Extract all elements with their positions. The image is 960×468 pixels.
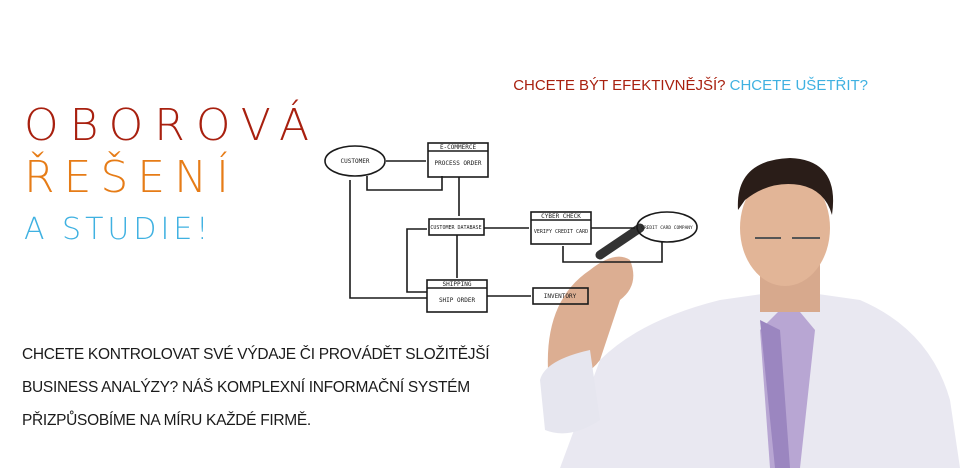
diagram-credit-card-company: CREDIT CARD COMPANY: [641, 225, 693, 231]
description-paragraph: CHCETE KONTROLOVAT SVÉ VÝDAJE ČI PROVÁDĚ…: [22, 338, 490, 437]
flowchart-sketch: [324, 142, 698, 313]
description-line: PŘIZPŮSOBÍME NA MÍRU KAŽDÉ FIRMĚ.: [22, 412, 311, 429]
description-line: CHCETE KONTROLOVAT SVÉ VÝDAJE ČI PROVÁDĚ…: [22, 346, 490, 363]
diagram-customer: CUSTOMER: [341, 158, 370, 165]
diagram-cyber-check: CYBER CHECK: [541, 213, 581, 220]
tagline: CHCETE BÝT EFEKTIVNĚJŠÍ? CHCETE UŠETŘIT?: [513, 77, 868, 94]
headline-line-3: A STUDIE!: [24, 212, 213, 247]
headline-line-2: ŘEŠENÍ: [24, 152, 238, 203]
businessman-photo: [540, 158, 960, 468]
description-line: BUSINESS ANALÝZY? NÁŠ KOMPLEXNÍ INFORMAČ…: [22, 379, 470, 396]
diagram-shipping: SHIPPING: [443, 281, 472, 288]
headline-line-1: OBOROVÁ: [24, 100, 321, 151]
diagram-ship-order: SHIP ORDER: [439, 297, 476, 304]
tagline-savings: CHCETE UŠETŘIT?: [729, 77, 868, 94]
tagline-efficiency: CHCETE BÝT EFEKTIVNĚJŠÍ?: [513, 77, 726, 94]
diagram-verify-card: VERIFY CREDIT CARD: [534, 229, 588, 235]
diagram-inventory: INVENTORY: [544, 293, 577, 300]
diagram-ecommerce: E-COMMERCE: [440, 144, 477, 151]
diagram-customer-database: CUSTOMER DATABASE: [430, 225, 481, 231]
diagram-process-order: PROCESS ORDER: [435, 160, 482, 167]
